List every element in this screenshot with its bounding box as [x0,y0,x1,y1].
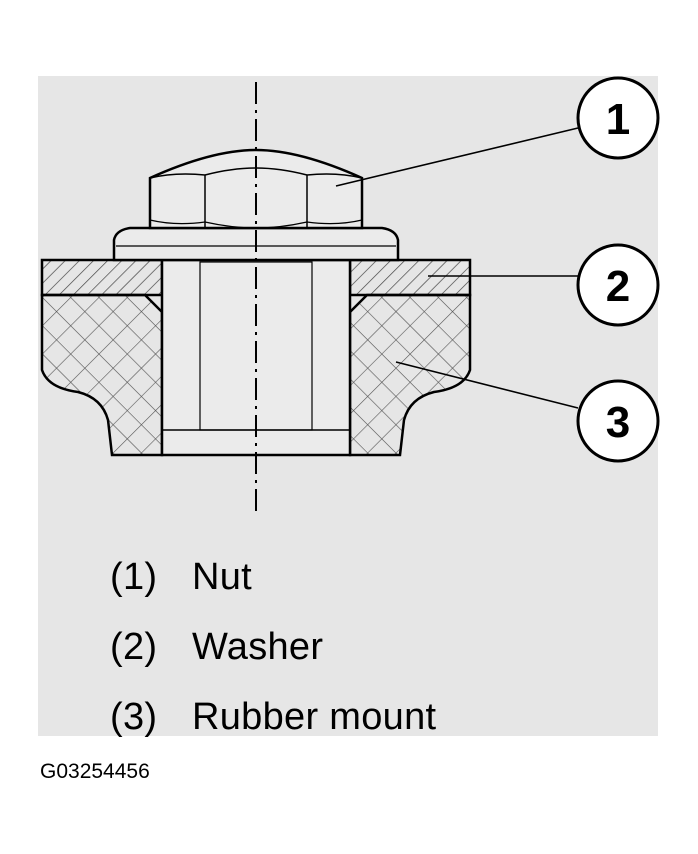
svg-text:1: 1 [606,95,630,144]
legend-label: Washer [192,626,324,668]
leader-line-3 [395,361,579,409]
legend-item-nut: (1) Nut [110,556,252,599]
legend-item-rubber-mount: (3) Rubber mount [110,696,436,739]
legend-label: Rubber mount [192,696,437,738]
figure-id: G03254456 [40,760,150,783]
callout-2: 2 [576,243,660,327]
legend-label: Nut [192,556,253,598]
legend-marker: (2) [110,626,158,668]
rubber-mount [40,293,472,457]
legend-marker: (3) [110,696,158,738]
svg-text:3: 3 [606,398,630,447]
leader-line-1 [335,127,579,187]
legend-item-washer: (2) Washer [110,626,323,669]
callout-3: 3 [576,379,660,463]
washer [40,258,472,297]
legend-marker: (1) [110,556,158,598]
callout-1: 1 [576,76,660,160]
svg-text:2: 2 [606,262,630,311]
